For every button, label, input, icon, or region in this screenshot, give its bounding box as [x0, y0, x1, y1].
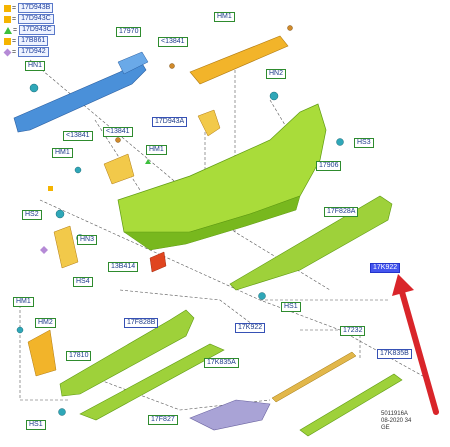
callout-hn1: HN1	[25, 61, 46, 71]
callout-13841-left: <13841	[63, 131, 93, 141]
callout-hn2: HN2	[266, 69, 287, 79]
callout-17232: 17232	[340, 326, 366, 336]
callout-hm1-left: HM1	[52, 148, 73, 158]
clips	[16, 83, 344, 416]
footer-date: 08-2020 34	[381, 418, 412, 424]
callout-17k922-highlight: 17K922	[370, 263, 401, 273]
callout-17k835a: 17K835A	[204, 358, 239, 368]
legend-code: 17B861	[18, 36, 49, 46]
callout-13841-top: <13841	[158, 37, 188, 47]
callout-hs1-bottom: HS1	[26, 420, 46, 430]
corner-bracket	[53, 225, 79, 269]
diagram-footer: 5011916A 08-2020 34 GE	[381, 411, 411, 432]
legend-equals: =	[13, 26, 18, 34]
callout-hs1-mid: HS1	[281, 302, 301, 312]
callout-17f827: 17F827	[148, 415, 178, 425]
legend-row-5: = 17D942	[3, 47, 74, 57]
legend-row-3: = 17D943C	[4, 25, 74, 35]
bracket-17810	[27, 329, 57, 377]
square-marker	[48, 186, 53, 191]
lower-spoiler-a	[229, 195, 393, 291]
callout-hm1-top: HM1	[214, 12, 235, 22]
callout-hs4: HS4	[73, 277, 93, 287]
footer-region: GE	[381, 425, 390, 431]
callout-hs2: HS2	[22, 210, 42, 220]
legend: = 17D943B = 17D943C = 17D943C = 17B861 =…	[3, 3, 74, 58]
bracket-17d943a	[197, 109, 221, 137]
callout-17970: 17970	[116, 27, 142, 37]
legend-square-icon	[4, 37, 11, 45]
trim-17k835b	[299, 373, 403, 437]
legend-triangle-icon	[4, 26, 12, 34]
legend-row-1: = 17D943B	[4, 3, 74, 13]
callout-13841-mid: <13841	[103, 127, 133, 137]
legend-code: 17D943C	[18, 14, 54, 24]
beam-bracket	[117, 51, 149, 75]
trim-17k835a	[79, 343, 225, 421]
legend-equals: =	[12, 15, 17, 23]
reflector	[149, 251, 167, 273]
lower-valance-b	[59, 309, 195, 397]
callout-17k922-lower: 17K922	[235, 323, 266, 333]
hardware	[115, 25, 293, 143]
diamond-marker	[40, 246, 48, 254]
callout-hm1-bottom: HM1	[13, 297, 34, 307]
callout-hs3: HS3	[354, 138, 374, 148]
energy-absorber	[189, 35, 289, 85]
legend-diamond-icon	[3, 48, 12, 56]
legend-square-icon	[4, 15, 11, 23]
callout-17906: 17906	[316, 161, 342, 171]
callout-17d943a: 17D943A	[152, 117, 188, 127]
callout-13b414: 13B414	[108, 262, 139, 272]
legend-square-icon	[4, 4, 11, 12]
callout-17f828a: 17F828A	[324, 207, 359, 217]
legend-row-4: = 17B861	[4, 36, 74, 46]
trim-strip-17232	[271, 351, 357, 403]
diffuser	[189, 399, 271, 431]
callout-17k835b: 17K835B	[377, 349, 412, 359]
legend-code: 17D943B	[18, 3, 54, 13]
legend-equals: =	[12, 48, 17, 56]
legend-equals: =	[12, 37, 17, 45]
legend-row-2: = 17D943C	[4, 14, 74, 24]
callout-17810: 17810	[66, 351, 92, 361]
callout-hm2: HM2	[35, 318, 56, 328]
callout-hn3: HN3	[77, 235, 98, 245]
triangle-marker	[145, 159, 151, 164]
callout-17f828b: 17F828B	[124, 318, 159, 328]
footer-code: 5011916A	[381, 411, 408, 417]
side-bracket	[103, 153, 135, 185]
callout-hm1-mid: HM1	[146, 145, 167, 155]
legend-code: 17D943C	[19, 25, 55, 35]
legend-equals: =	[12, 4, 17, 12]
legend-code: 17D942	[18, 47, 49, 57]
highlight-arrow	[392, 274, 439, 415]
bumper-lower-edge	[123, 195, 301, 251]
